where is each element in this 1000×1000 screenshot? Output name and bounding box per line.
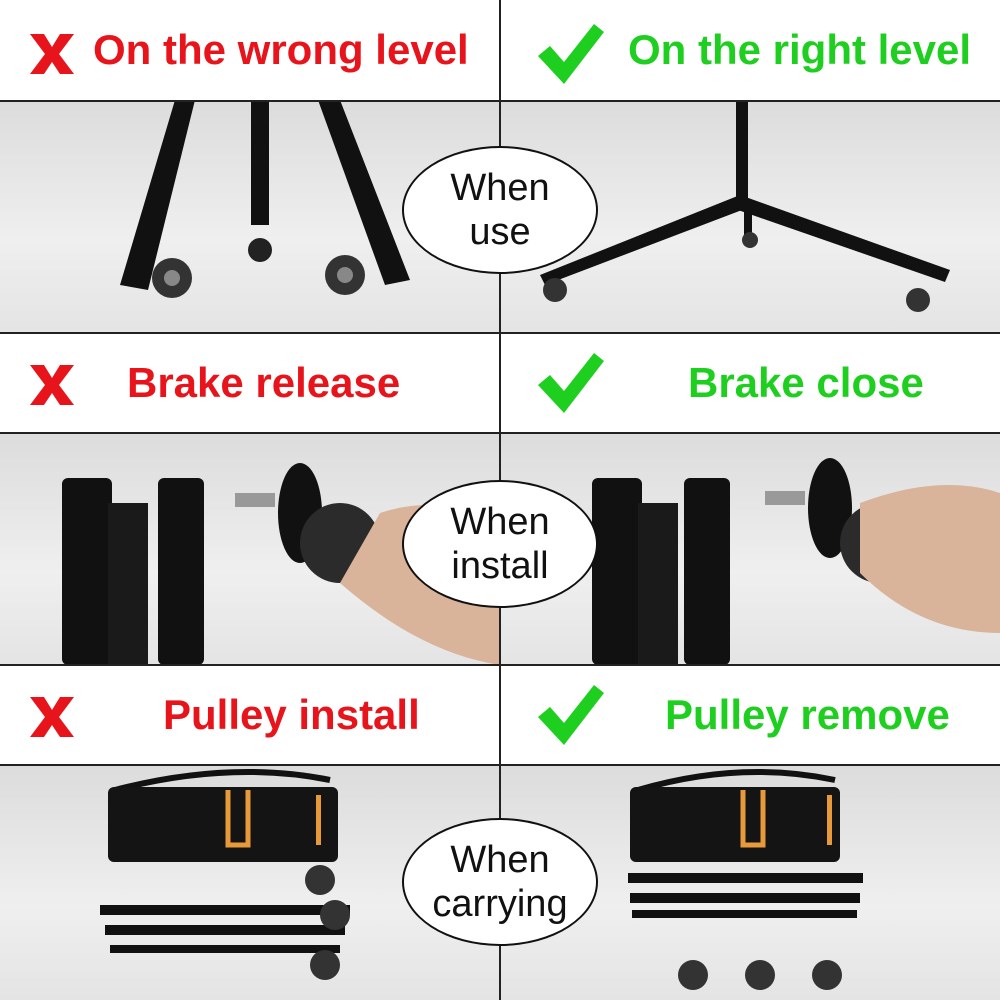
carry-bag-tripod-image [628,769,863,990]
wrong-label: Brake release [127,359,401,406]
wrong-label: On the wrong level [93,26,469,73]
right-label: Pulley remove [665,691,950,738]
bubble-line: When [450,167,550,209]
bubble-line: When [450,501,550,543]
tripod-legs-image [120,100,410,298]
wrong-label: Pulley install [163,691,420,738]
bubble-line: install [451,545,549,587]
x-mark-icon [30,34,74,74]
row1-wrong-header: On the wrong level [0,0,500,100]
check-mark-icon [538,685,604,745]
tripod-stand-image [540,100,950,312]
when-use-bubble: When use [402,146,598,274]
when-carrying-bubble: When carrying [402,818,598,946]
check-mark-icon [538,353,604,413]
check-mark-icon [538,24,604,84]
bubble-line: When [450,839,550,881]
bubble-line: use [469,211,531,253]
bubble-line: carrying [432,883,568,925]
carry-bag-tripod-image [100,769,350,980]
row3-wrong-header: Pulley install [0,665,500,765]
x-mark-icon [30,697,74,737]
right-label: Brake close [688,359,924,406]
row2-right-header: Brake close [500,333,1000,433]
caster-install-image [592,458,1000,665]
when-install-bubble: When install [402,480,598,608]
row2-wrong-header: Brake release [0,333,500,433]
x-mark-icon [30,365,74,405]
right-label: On the right level [628,26,972,73]
row3-right-header: Pulley remove [500,665,1000,765]
row1-right-header: On the right level [500,0,1000,100]
